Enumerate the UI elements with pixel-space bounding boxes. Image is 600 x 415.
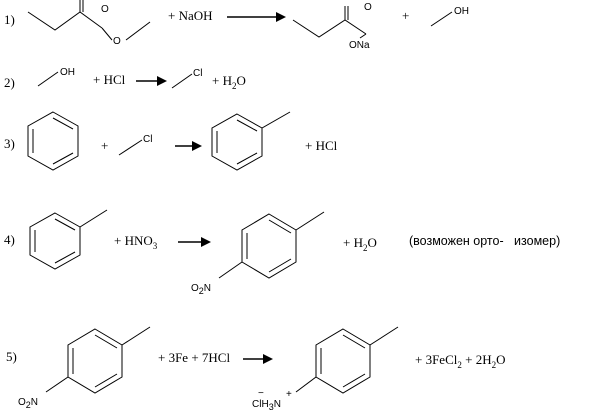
methyl-propanoate-structure: O O bbox=[27, 0, 151, 47]
products-fecl2-water: + 3FeCl2 + 2H2O bbox=[415, 352, 506, 370]
ortho-isomer-note: (возможен орто- изомер) bbox=[409, 234, 560, 248]
reaction-number-4: 4) bbox=[4, 232, 15, 247]
chloromethane-structure: Cl bbox=[171, 68, 202, 89]
ammonium-charge: + bbox=[286, 389, 292, 400]
benzene-structure bbox=[27, 111, 79, 171]
plus-3: + bbox=[101, 138, 108, 153]
arrow-2 bbox=[136, 76, 167, 86]
reaction-2: 2) OH + HCl Cl + H2O bbox=[4, 67, 246, 91]
reagent-fe-hcl: + 3Fe + 7HCl bbox=[158, 350, 230, 365]
product-water-2: + H2O bbox=[212, 73, 246, 91]
methanol-structure-2: OH bbox=[37, 67, 75, 87]
nitro-group-label-4: O2N bbox=[191, 283, 211, 296]
methanol-structure-1: OH bbox=[430, 6, 469, 27]
ether-oxygen-label: O bbox=[113, 36, 121, 47]
nitrotoluene-structure: O2N bbox=[191, 211, 325, 296]
arrow-4 bbox=[178, 237, 211, 247]
methanol-oh-label: OH bbox=[454, 6, 469, 17]
sodium-propanoate-structure: O ONa bbox=[292, 2, 372, 51]
toluene-structure-4 bbox=[29, 209, 108, 270]
product-water-4: + H2O bbox=[343, 235, 377, 253]
reaction-5: 5) O2N + 3Fe + 7HCl ClH3N − + + 3Fe bbox=[6, 326, 506, 412]
acid-oxygen-label: O bbox=[364, 2, 372, 13]
chloromethane-cl-label-3: Cl bbox=[143, 134, 152, 145]
reaction-4: 4) + HNO3 O2N + H2O (возможен орто- изом… bbox=[4, 209, 560, 296]
reagent-hcl: + HCl bbox=[93, 72, 126, 87]
reaction-number-5: 5) bbox=[6, 349, 17, 364]
chloride-ammonium-label: ClH3N bbox=[252, 399, 281, 412]
ona-label: ONa bbox=[349, 40, 370, 51]
reagent-naoh: + NaOH bbox=[168, 8, 213, 23]
methanol-oh-label-2: OH bbox=[60, 67, 75, 78]
reagent-hno3: + HNO3 bbox=[114, 233, 158, 251]
arrow-1 bbox=[227, 12, 286, 22]
reaction-number-1: 1) bbox=[4, 12, 15, 27]
nitro-group-label-5: O2N bbox=[18, 397, 38, 410]
chloride-charge: − bbox=[258, 388, 264, 399]
arrow-3 bbox=[175, 141, 202, 151]
carbonyl-oxygen-label: O bbox=[101, 4, 109, 15]
chloromethane-cl-label: Cl bbox=[193, 68, 202, 79]
nitrotoluene-structure-5: O2N bbox=[18, 326, 151, 410]
arrow-5 bbox=[243, 354, 273, 364]
reaction-number-2: 2) bbox=[4, 75, 15, 90]
reaction-3: 3) + Cl + HCl bbox=[4, 111, 338, 171]
product-hcl: + HCl bbox=[305, 138, 338, 153]
chloromethane-structure-3: Cl bbox=[118, 134, 152, 156]
anilinium-chloride-structure: ClH3N − + bbox=[252, 326, 399, 412]
reaction-1: 1) O O + NaOH O ONa + OH bbox=[4, 0, 469, 51]
reaction-number-3: 3) bbox=[4, 136, 15, 151]
plus-1: + bbox=[402, 8, 409, 23]
toluene-structure-3 bbox=[211, 111, 291, 171]
